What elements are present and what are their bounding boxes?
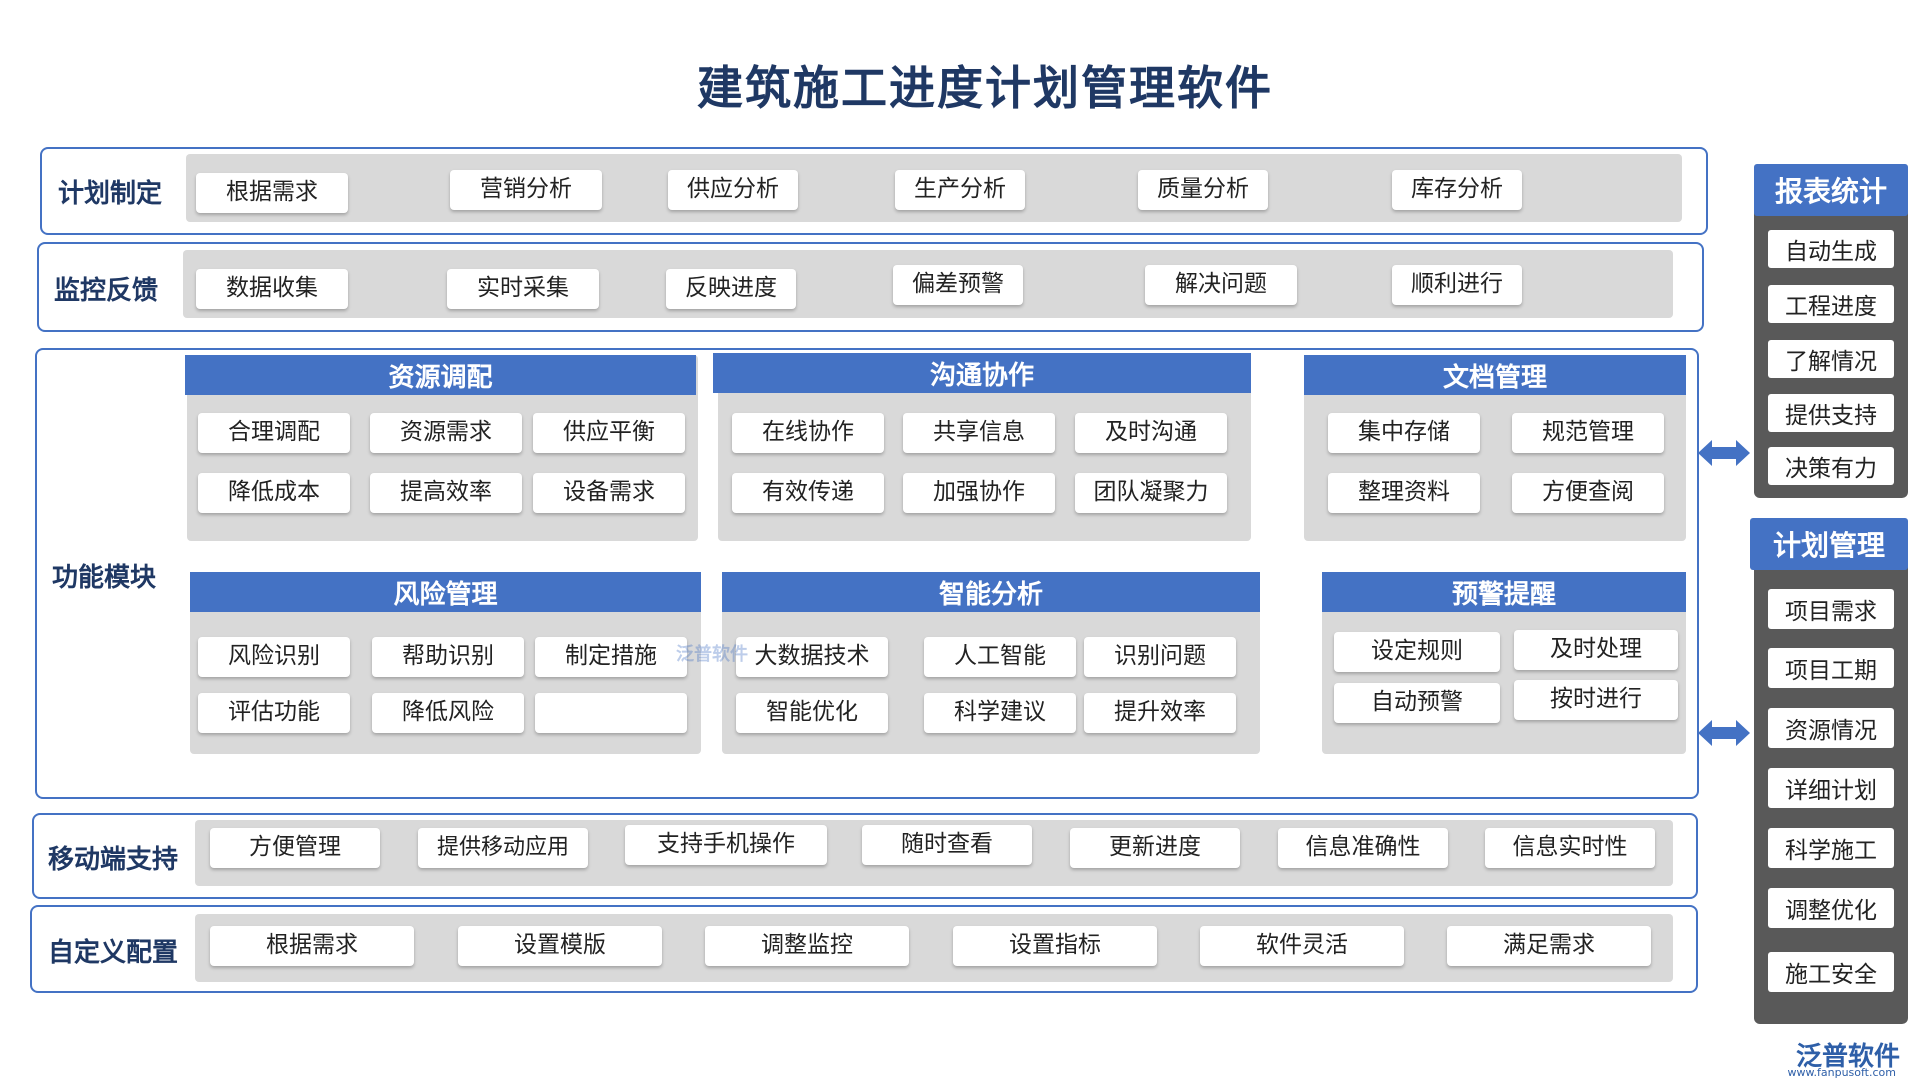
row-custom-panel xyxy=(195,914,1673,982)
side-report-item: 决策有力 xyxy=(1768,447,1894,485)
monitor-item: 反映进度 xyxy=(666,269,796,309)
custom-item: 设置指标 xyxy=(953,926,1157,966)
side-report-item: 工程进度 xyxy=(1768,285,1894,323)
custom-item: 软件灵活 xyxy=(1200,926,1404,966)
mobile-item: 随时查看 xyxy=(862,825,1032,865)
monitor-item: 实时采集 xyxy=(447,269,599,309)
module-comm-title: 沟通协作 xyxy=(713,353,1251,393)
warn-item: 及时处理 xyxy=(1514,630,1678,670)
resource-item: 设备需求 xyxy=(533,473,685,513)
doc-item: 方便查阅 xyxy=(1512,473,1664,513)
row-monitor-label: 监控反馈 xyxy=(54,276,159,306)
mobile-item: 方便管理 xyxy=(210,828,380,868)
plan-item: 库存分析 xyxy=(1392,170,1522,210)
comm-item: 团队凝聚力 xyxy=(1075,473,1227,513)
resource-item: 供应平衡 xyxy=(533,413,685,453)
mobile-item: 支持手机操作 xyxy=(625,825,827,865)
mobile-item: 更新进度 xyxy=(1070,828,1240,868)
monitor-item: 顺利进行 xyxy=(1392,265,1522,305)
plan-item: 营销分析 xyxy=(450,170,602,210)
row-plan-label: 计划制定 xyxy=(58,179,163,209)
side-report-item: 了解情况 xyxy=(1768,340,1894,378)
mobile-item: 信息实时性 xyxy=(1485,828,1655,868)
double-arrow-icon xyxy=(1698,720,1750,746)
row-function-label: 功能模块 xyxy=(52,563,157,593)
plan-item: 生产分析 xyxy=(895,170,1025,210)
module-resource-title: 资源调配 xyxy=(185,355,696,395)
custom-item: 根据需求 xyxy=(210,926,414,966)
side-plan-item: 项目工期 xyxy=(1768,648,1894,688)
smart-item: 智能优化 xyxy=(736,693,888,733)
side-report-panel xyxy=(1754,164,1908,498)
side-plan-title: 计划管理 xyxy=(1750,518,1908,570)
risk-item: 帮助识别 xyxy=(372,637,524,677)
module-warn-title: 预警提醒 xyxy=(1322,572,1686,612)
side-report-title: 报表统计 xyxy=(1754,164,1908,216)
mobile-item: 信息准确性 xyxy=(1278,828,1448,868)
comm-item: 共享信息 xyxy=(903,413,1055,453)
row-custom-label: 自定义配置 xyxy=(48,938,179,968)
resource-item: 资源需求 xyxy=(370,413,522,453)
monitor-item: 数据收集 xyxy=(196,269,348,309)
row-mobile-label: 移动端支持 xyxy=(48,845,179,875)
custom-item: 满足需求 xyxy=(1447,926,1651,966)
watermark-logo: 泛普软件 xyxy=(676,644,748,665)
smart-item: 大数据技术 xyxy=(736,637,888,677)
doc-item: 整理资料 xyxy=(1328,473,1480,513)
resource-item: 合理调配 xyxy=(198,413,350,453)
warn-item: 按时进行 xyxy=(1514,680,1678,720)
risk-item: 降低风险 xyxy=(372,693,524,733)
monitor-item: 解决问题 xyxy=(1145,265,1297,305)
plan-item: 供应分析 xyxy=(668,170,798,210)
comm-item: 加强协作 xyxy=(903,473,1055,513)
doc-item: 集中存储 xyxy=(1328,413,1480,453)
smart-item: 识别问题 xyxy=(1084,637,1236,677)
custom-item: 设置模版 xyxy=(458,926,662,966)
warn-item: 自动预警 xyxy=(1334,683,1500,723)
side-plan-item: 施工安全 xyxy=(1768,952,1894,992)
doc-item: 规范管理 xyxy=(1512,413,1664,453)
side-plan-item: 调整优化 xyxy=(1768,888,1894,928)
resource-item: 降低成本 xyxy=(198,473,350,513)
side-plan-item: 项目需求 xyxy=(1768,589,1894,629)
mobile-item: 提供移动应用 xyxy=(418,828,588,868)
smart-item: 提升效率 xyxy=(1084,693,1236,733)
comm-item: 有效传递 xyxy=(732,473,884,513)
risk-item: 制定措施 xyxy=(535,637,687,677)
plan-item: 质量分析 xyxy=(1138,170,1268,210)
brand-logo: 泛普软件 xyxy=(1795,1042,1900,1072)
brand-url: www.fanpusoft.com xyxy=(1787,1066,1896,1079)
custom-item: 调整监控 xyxy=(705,926,909,966)
smart-item: 人工智能 xyxy=(924,637,1076,677)
risk-item-empty xyxy=(535,693,687,733)
smart-item: 科学建议 xyxy=(924,693,1076,733)
side-report-item: 自动生成 xyxy=(1768,230,1894,268)
risk-item: 评估功能 xyxy=(198,693,350,733)
page-title: 建筑施工进度计划管理软件 xyxy=(697,61,1273,115)
comm-item: 在线协作 xyxy=(732,413,884,453)
comm-item: 及时沟通 xyxy=(1075,413,1227,453)
risk-item: 风险识别 xyxy=(198,637,350,677)
double-arrow-icon xyxy=(1698,440,1750,466)
side-report-item: 提供支持 xyxy=(1768,394,1894,432)
side-plan-item: 详细计划 xyxy=(1768,768,1894,808)
module-risk-title: 风险管理 xyxy=(190,572,701,612)
plan-item: 根据需求 xyxy=(196,173,348,213)
module-doc-title: 文档管理 xyxy=(1304,355,1686,395)
warn-item: 设定规则 xyxy=(1334,632,1500,672)
module-smart-title: 智能分析 xyxy=(722,572,1260,612)
resource-item: 提高效率 xyxy=(370,473,522,513)
side-plan-item: 资源情况 xyxy=(1768,708,1894,748)
side-plan-item: 科学施工 xyxy=(1768,828,1894,868)
monitor-item: 偏差预警 xyxy=(893,265,1023,305)
